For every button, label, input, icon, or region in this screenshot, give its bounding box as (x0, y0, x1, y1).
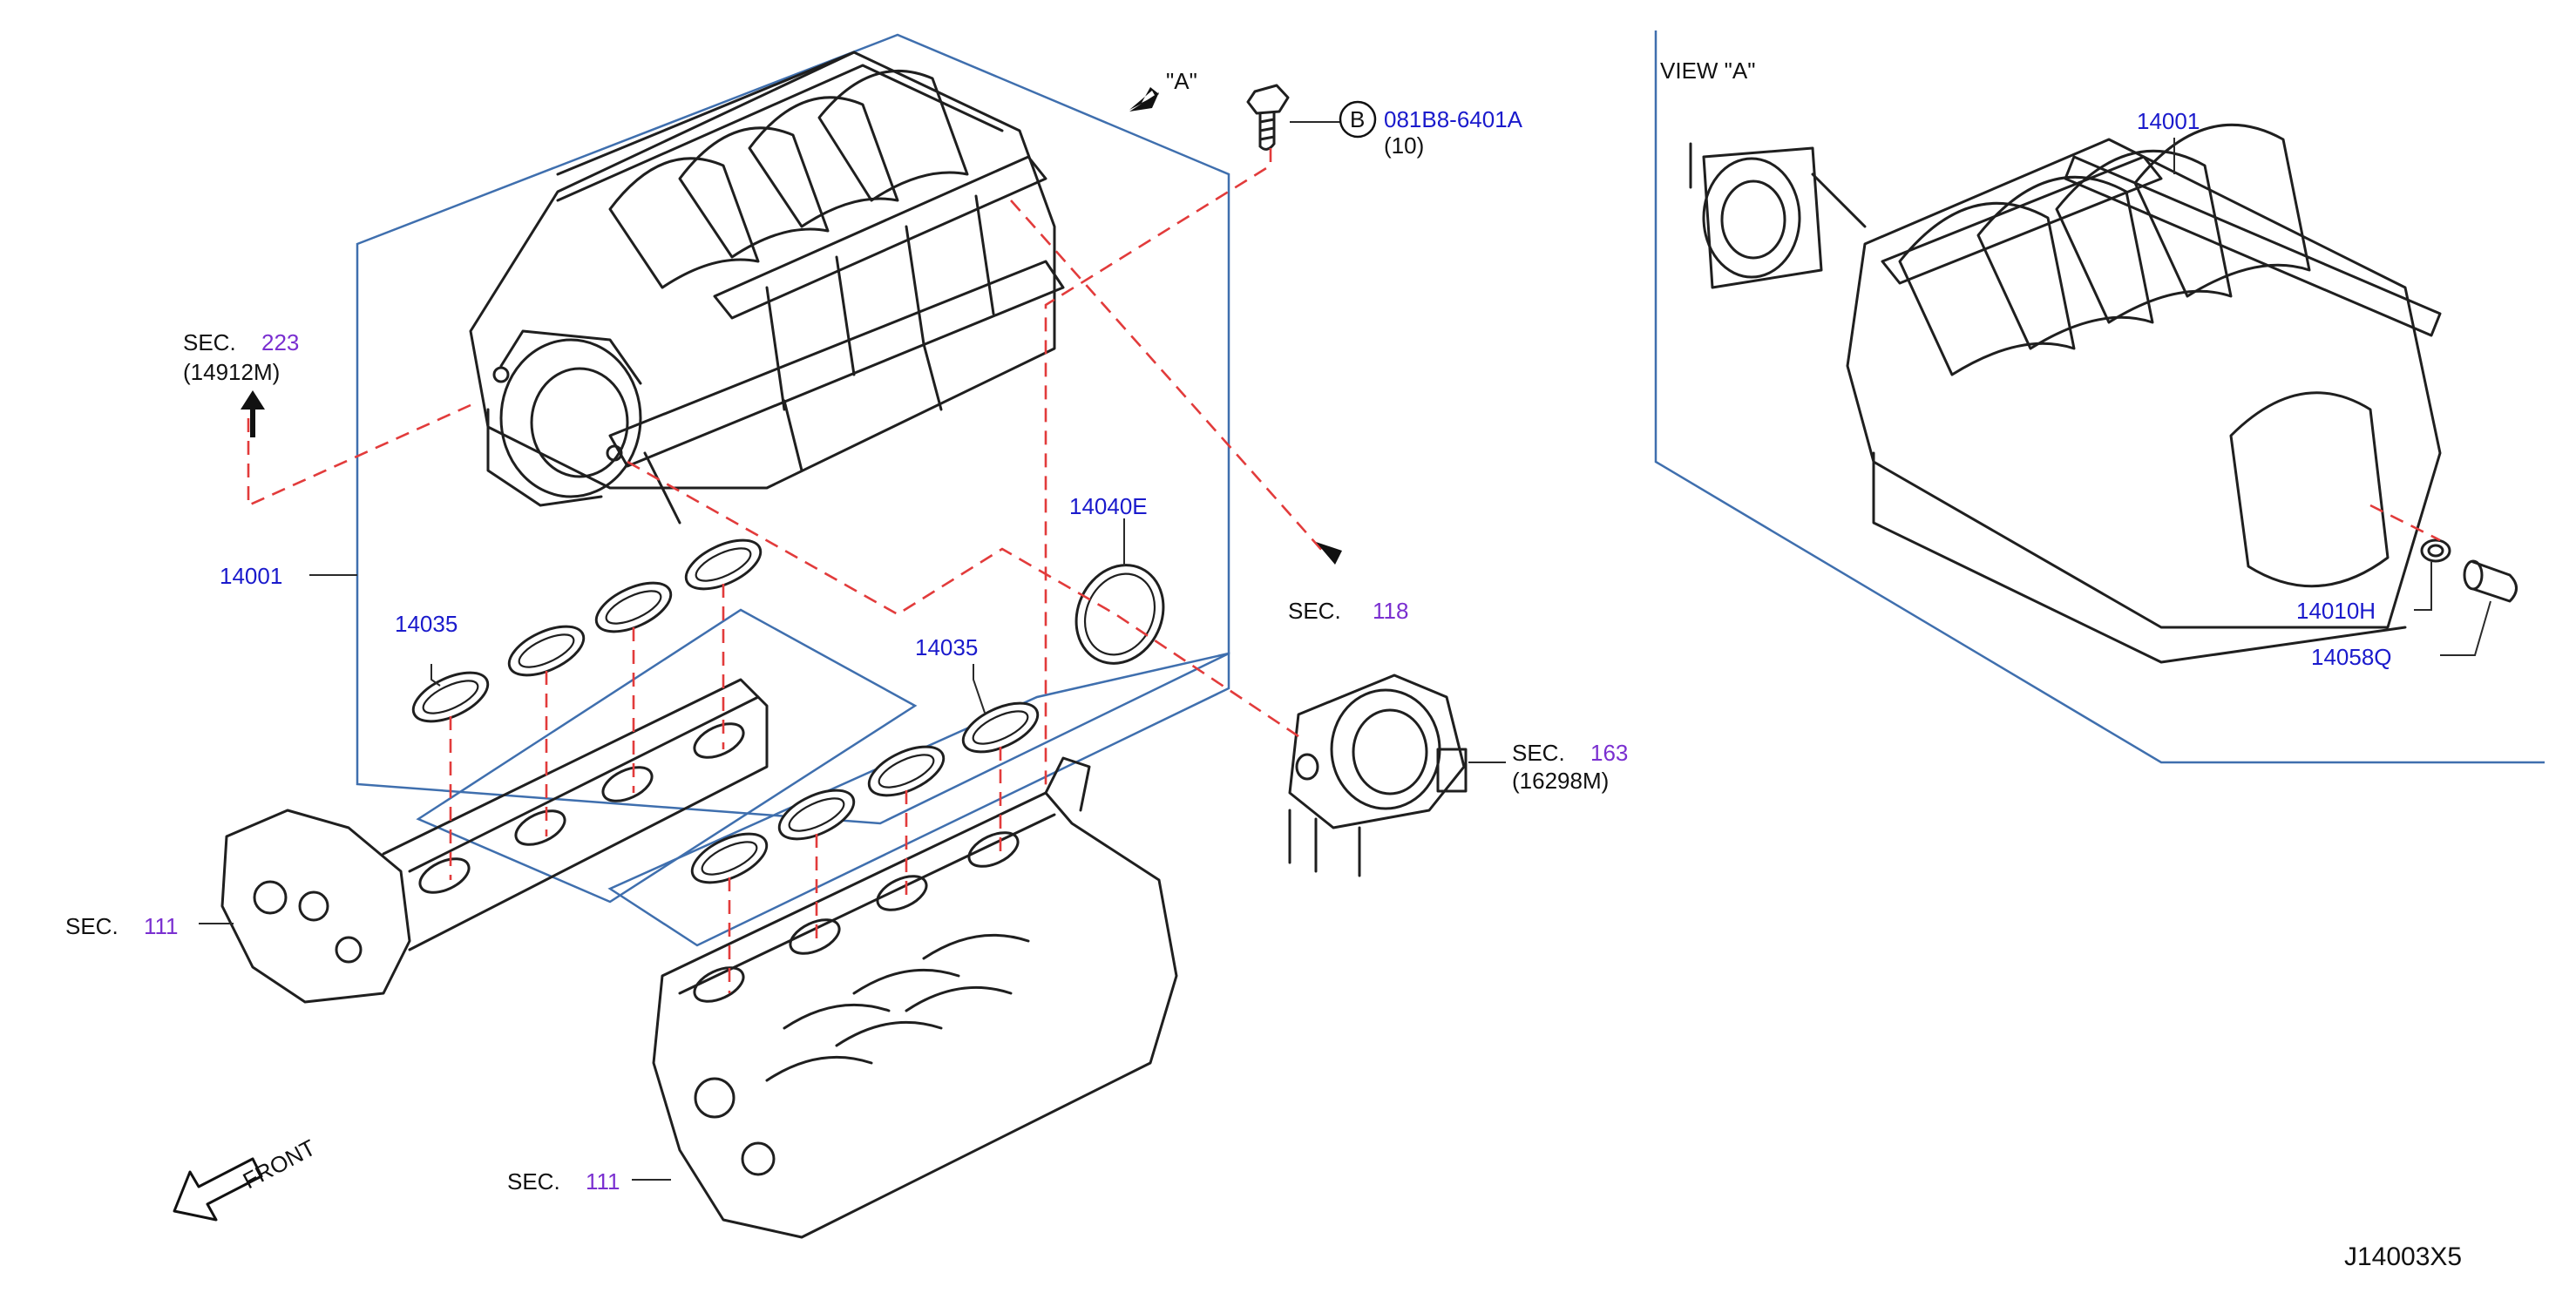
sec111-bottom-prefix: SEC. (507, 1168, 560, 1195)
arrow-sec118-icon (1316, 542, 1342, 565)
callout-leader-lines (199, 121, 2491, 1181)
bolt-part-number[interactable]: 081B8-6401A (1384, 106, 1523, 132)
throttle-body-drawing (1288, 674, 1468, 877)
part-14058q-label[interactable]: 14058Q (2311, 644, 2392, 670)
front-label: FRONT (239, 1134, 320, 1195)
drawing-id: J14003X5 (2344, 1242, 2462, 1271)
arrow-view-a-icon (1129, 87, 1159, 110)
gasket-14040e-drawing (1074, 564, 1165, 665)
part-14001-view-label[interactable]: 14001 (2137, 108, 2200, 134)
cylinder-head-right-drawing (652, 756, 1178, 1239)
front-arrow-icon (173, 1157, 263, 1222)
bolt-circle-letter: B (1350, 106, 1365, 132)
view-a-frame (1654, 30, 2545, 764)
arrows (173, 87, 1342, 1222)
gaskets-14035-left-drawing (411, 538, 763, 723)
sec118-prefix: SEC. (1288, 598, 1341, 624)
sec223-prefix: SEC. (183, 329, 236, 355)
view-a-direction-arrow-icon (1129, 92, 1159, 112)
sec223-sub: (14912M) (183, 359, 280, 385)
cylinder-head-left-drawing (220, 678, 769, 1004)
part-14010h-label[interactable]: 14010H (2296, 598, 2376, 624)
clamp-14010h-drawing (2420, 538, 2451, 563)
sec163-number[interactable]: 163 (1590, 740, 1628, 766)
hose-14058q-drawing (2463, 559, 2518, 603)
part-14035-right-label[interactable]: 14035 (915, 634, 978, 660)
view-a-marker: "A" (1166, 68, 1197, 94)
part-14040e-label[interactable]: 14040E (1069, 493, 1148, 519)
sec111-bottom-number[interactable]: 111 (586, 1168, 620, 1195)
left-gasket-group-frame (416, 608, 918, 904)
view-a-intake-manifold-drawing (1689, 123, 2442, 664)
sec223-number[interactable]: 223 (261, 329, 299, 355)
view-a-label: VIEW "A" (1660, 58, 1755, 84)
part-14001-main-label[interactable]: 14001 (220, 563, 282, 589)
right-gasket-group-frame (607, 652, 1230, 947)
assembly-reference-lines (247, 148, 2441, 993)
sec118-number[interactable]: 118 (1373, 598, 1408, 624)
sec111-top-prefix: SEC. (65, 913, 119, 939)
sec111-top-number[interactable]: 111 (144, 913, 179, 939)
sec163-prefix: SEC. (1512, 740, 1565, 766)
bolt-quantity: (10) (1384, 132, 1424, 159)
bolt-callout-circle (1339, 100, 1377, 139)
gaskets-14035-right-drawing (690, 701, 1040, 884)
part-14035-left-label[interactable]: 14035 (395, 611, 458, 637)
arrow-up-sec223-icon (241, 390, 265, 437)
bolt-drawing (1246, 84, 1290, 151)
intake-manifold-drawing (469, 51, 1065, 525)
sec163-sub: (16298M) (1512, 768, 1609, 794)
